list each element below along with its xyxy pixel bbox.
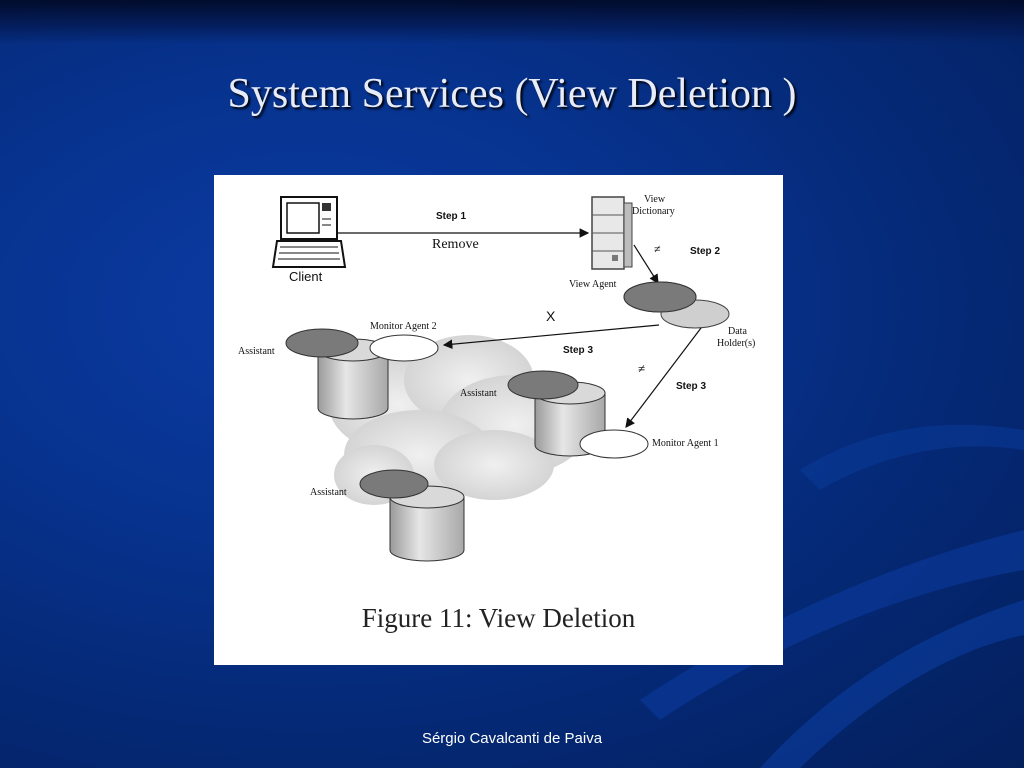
label-step2: Step 2 [690, 246, 721, 257]
label-view-agent: View Agent [569, 279, 617, 290]
assistant-node-bottom [359, 469, 429, 499]
label-assistant-middle: Assistant [460, 388, 497, 399]
label-remove: Remove [432, 237, 479, 252]
monitor-agent-2-node [369, 334, 439, 362]
slide-title: System Services (View Deletion ) [227, 71, 797, 117]
label-step1: Step 1 [436, 211, 467, 222]
assistant-node-left [285, 328, 359, 358]
step2-arrow [633, 244, 659, 285]
label-view-dictionary-2: Dictionary [632, 206, 675, 217]
figure-caption: Figure 11: View Deletion [361, 603, 636, 633]
top-band [0, 0, 1024, 44]
figure-view-deletion: ≠ ≠ Step 1 Remove Client [214, 175, 783, 665]
monitor-agent-1-node [579, 429, 649, 459]
label-assistant-bottom: Assistant [310, 487, 347, 498]
label-step3-left: Step 3 [563, 345, 594, 356]
label-monitor-agent-2: Monitor Agent 2 [370, 321, 437, 332]
client-computer-icon [271, 196, 347, 268]
label-client: Client [289, 269, 323, 284]
assistant-node-middle [507, 370, 579, 400]
label-view-dictionary-1: View [644, 194, 666, 205]
step3-arrow-right [625, 327, 702, 428]
label-data-holders-1: Data [728, 326, 747, 337]
label-monitor-agent-1: Monitor Agent 1 [652, 438, 719, 449]
slide-footer: Sérgio Cavalcanti de Paiva [421, 730, 603, 747]
label-assistant-left: Assistant [238, 346, 275, 357]
strike-mark-1: ≠ [654, 242, 661, 256]
view-dictionary-server-icon [591, 196, 633, 270]
label-data-holders-2: Holder(s) [717, 338, 756, 349]
step3-arrow-left [442, 324, 660, 350]
diagram-canvas: ≠ ≠ [271, 196, 730, 562]
label-step3-right: Step 3 [676, 381, 707, 392]
label-x-mark: X [546, 308, 556, 324]
strike-mark-2: ≠ [638, 361, 645, 376]
